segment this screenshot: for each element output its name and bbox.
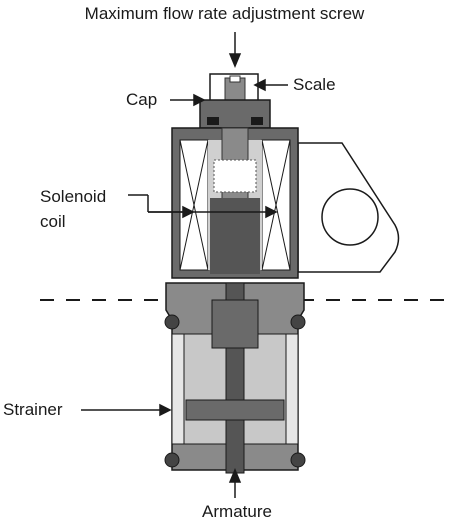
mount-hole-bl — [164, 452, 180, 468]
label-solenoid-coil-line2: coil — [40, 212, 66, 231]
fixed-core — [210, 198, 260, 274]
label-adjustment-screw: Maximum flow rate adjustment screw — [84, 4, 365, 23]
label-armature: Armature — [202, 502, 272, 521]
label-strainer: Strainer — [3, 400, 63, 419]
armature-head — [211, 299, 259, 349]
cap-oring-right — [251, 117, 263, 125]
label-scale: Scale — [293, 75, 336, 94]
mount-hole-tr — [290, 314, 306, 330]
label-cap: Cap — [126, 90, 158, 109]
spring-area — [213, 159, 257, 193]
screw-head — [229, 75, 241, 83]
leader-lines — [81, 32, 288, 498]
bracket-hole — [321, 188, 379, 246]
label-solenoid-coil-line1: Solenoid — [40, 187, 107, 206]
valve-seat — [185, 399, 285, 421]
label-solenoid-coil: Solenoid coil — [40, 184, 106, 234]
cap-oring-left — [207, 117, 219, 125]
mount-hole-tl — [164, 314, 180, 330]
mount-hole-br — [290, 452, 306, 468]
strainer-mesh — [171, 333, 185, 445]
strainer-mesh-right — [285, 333, 299, 445]
